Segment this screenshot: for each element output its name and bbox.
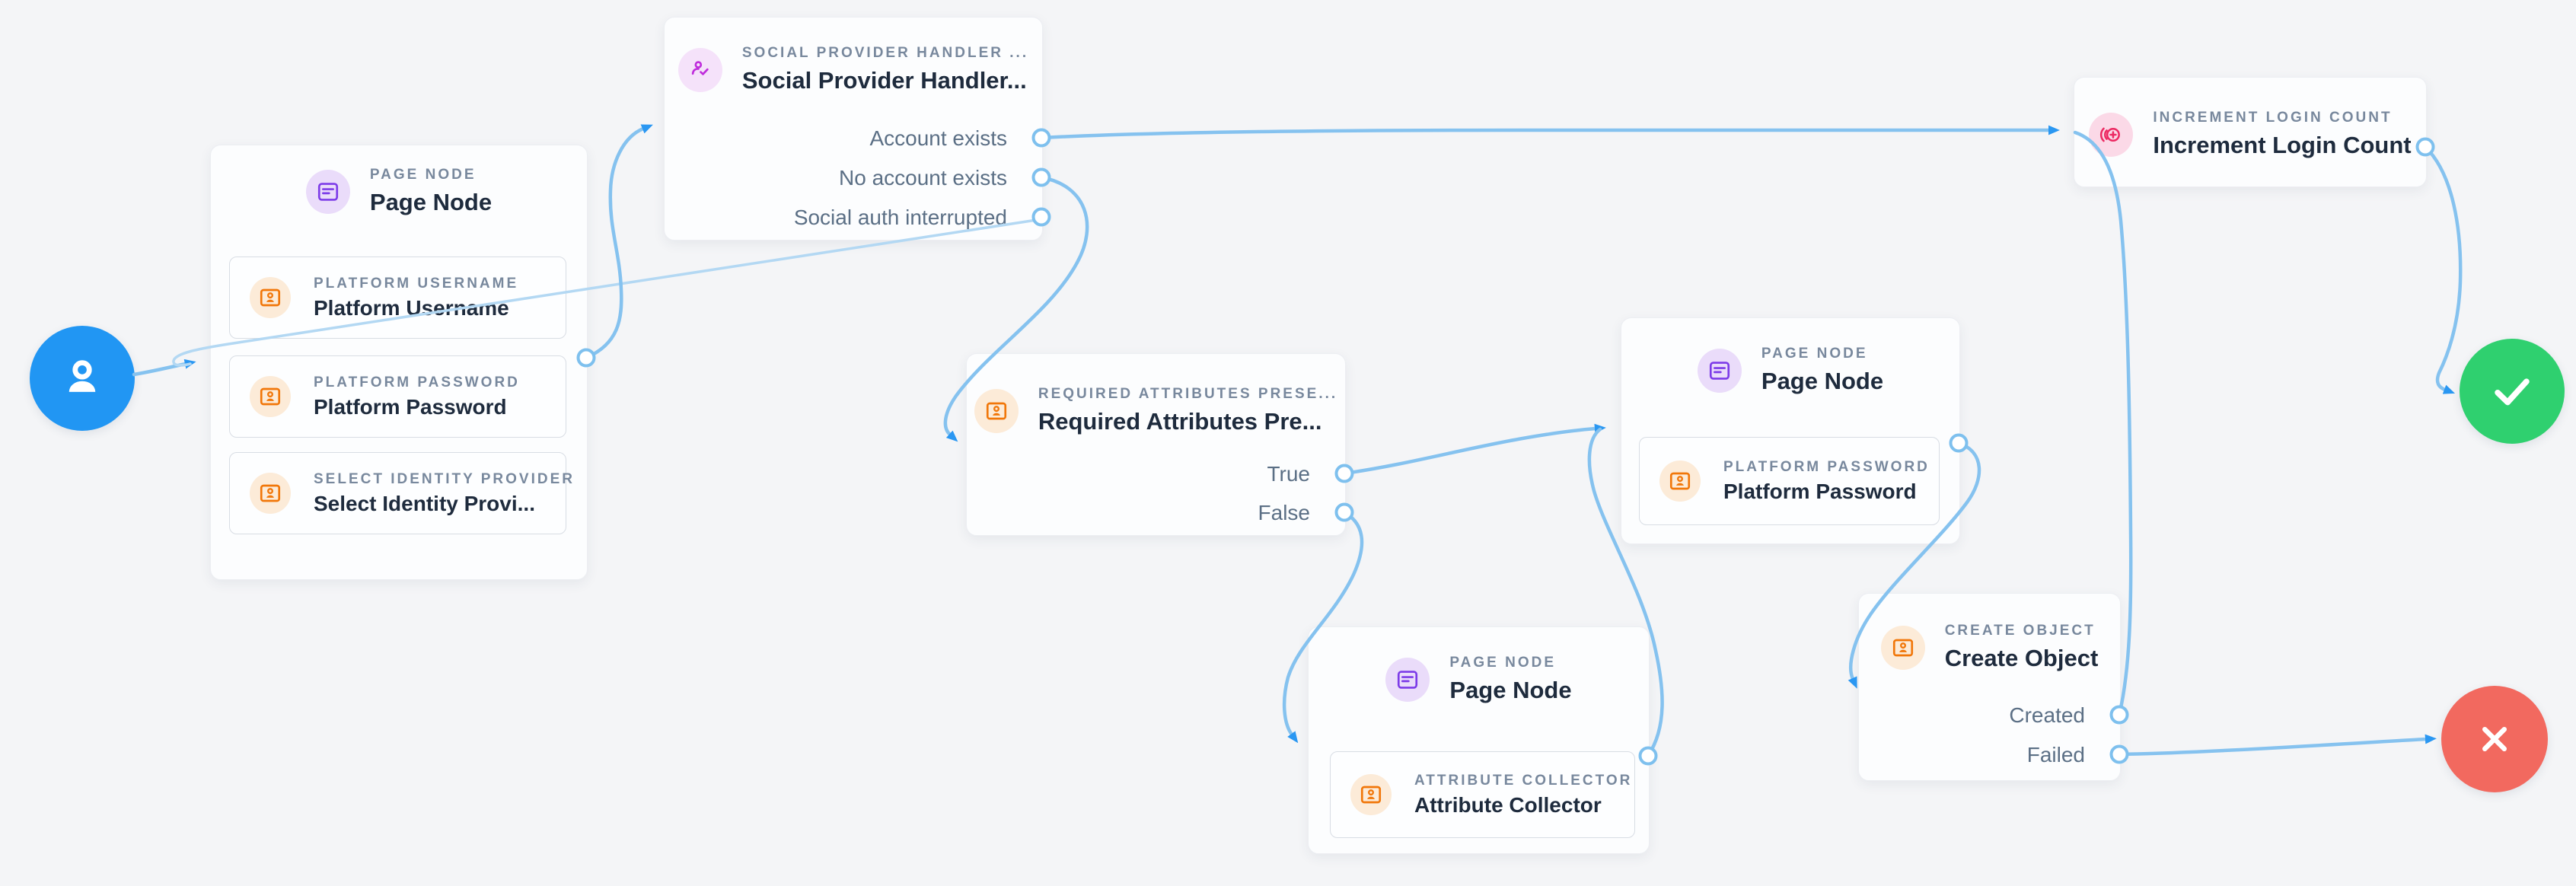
node-type-label: ATTRIBUTE COLLECTOR [1414, 772, 1633, 789]
success-node[interactable] [2460, 339, 2565, 444]
node-title: Page Node [1761, 368, 1884, 394]
contact-card-icon [1880, 625, 1925, 670]
increment-icon [2089, 112, 2134, 157]
node-type-label: REQUIRED ATTRIBUTES PRESE... [1038, 386, 1338, 402]
node-title: Social Provider Handler... [741, 67, 1027, 94]
node-page-node-password[interactable]: PAGE NODE Page Node PLATFORM PASSWORD Pl… [1621, 317, 1960, 544]
node-page-node-left[interactable]: PAGE NODE Page Node PLATFORM USERNAME Pl… [210, 145, 588, 580]
node-title: Required Attributes Pre... [1038, 408, 1322, 435]
node-select-identity-provider[interactable]: SELECT IDENTITY PROVIDER Select Identity… [229, 452, 572, 534]
connector-failed-to-failure [2117, 734, 2437, 757]
output-false: False [1258, 501, 1310, 524]
node-title: Platform Password [1723, 479, 1917, 503]
output-failed: Failed [2026, 743, 2085, 766]
port-failed[interactable] [2109, 744, 2129, 764]
node-title: Increment Login Count [2153, 132, 2412, 158]
output-account-exists: Account exists [869, 126, 1007, 150]
node-title: Platform Username [314, 295, 509, 320]
contact-card-icon [974, 388, 1019, 433]
node-attribute-collector[interactable]: ATTRIBUTE COLLECTOR Attribute Collector [1330, 751, 1635, 838]
contact-card-icon [1350, 774, 1392, 815]
node-title: Attribute Collector [1414, 792, 1602, 817]
port-true[interactable] [1334, 464, 1354, 483]
node-header: PAGE NODE Page Node [211, 167, 587, 216]
node-title: Select Identity Provi... [314, 491, 535, 515]
node-header: PAGE NODE Page Node [1621, 346, 1959, 395]
port-created[interactable] [2109, 705, 2129, 725]
node-page-node-collector[interactable]: PAGE NODE Page Node ATTRIBUTE COLLECTOR … [1308, 626, 1650, 854]
port-increment-out[interactable] [2415, 137, 2435, 157]
connector-account-exists-to-increment [1039, 125, 2060, 140]
failure-node[interactable] [2441, 686, 2548, 792]
person-icon [54, 350, 110, 406]
output-created: Created [2009, 703, 2085, 727]
port-account-exists[interactable] [1031, 128, 1051, 148]
node-platform-password[interactable]: PLATFORM PASSWORD Platform Password [1639, 437, 1940, 525]
node-header: REQUIRED ATTRIBUTES PRESE... Required At… [967, 386, 1345, 435]
page-node-icon [1385, 657, 1430, 702]
node-type-label: PAGE NODE [1449, 655, 1556, 671]
node-platform-password[interactable]: PLATFORM PASSWORD Platform Password [229, 355, 566, 438]
node-header: PAGE NODE Page Node [1309, 655, 1649, 704]
node-title: Platform Password [314, 394, 507, 419]
port-social-auth-interrupted[interactable] [1031, 207, 1051, 227]
node-header: INCREMENT LOGIN COUNT Increment Login Co… [2074, 110, 2426, 159]
connector-start-to-page-node [132, 359, 196, 377]
contact-card-icon [250, 473, 291, 514]
contact-card-icon [250, 376, 291, 417]
node-type-label: PAGE NODE [369, 167, 477, 183]
node-social-provider-handler[interactable]: SOCIAL PROVIDER HANDLER ... Social Provi… [664, 17, 1043, 241]
node-type-label: PLATFORM USERNAME [314, 275, 519, 292]
contact-card-icon [1659, 461, 1701, 502]
node-required-attributes-present[interactable]: REQUIRED ATTRIBUTES PRESE... Required At… [966, 353, 1346, 536]
connector-page-node-to-social-provider-handler [584, 124, 653, 360]
output-social-auth-interrupted: Social auth interrupted [793, 206, 1007, 229]
connector-true-to-page-node-password [1342, 423, 1606, 476]
output-true: True [1267, 462, 1310, 486]
node-title: Page Node [369, 189, 493, 215]
person-check-icon [677, 47, 722, 92]
node-type-label: PAGE NODE [1761, 346, 1868, 362]
page-node-icon [1697, 348, 1742, 393]
node-title: Create Object [1944, 645, 2099, 671]
node-platform-username[interactable]: PLATFORM USERNAME Platform Username [229, 257, 566, 339]
port-page-node-collector-out[interactable] [1638, 746, 1658, 766]
node-type-label: PLATFORM PASSWORD [1723, 458, 1930, 475]
node-type-label: INCREMENT LOGIN COUNT [2153, 110, 2393, 126]
node-create-object[interactable]: CREATE OBJECT Create Object Created Fail… [1858, 593, 2121, 781]
node-type-label: PLATFORM PASSWORD [314, 374, 520, 390]
node-header: CREATE OBJECT Create Object [1859, 623, 2120, 672]
port-page-node-left-out[interactable] [576, 348, 596, 368]
connector-increment-to-success [2423, 145, 2463, 394]
page-node-icon [305, 169, 350, 214]
node-increment-login-count[interactable]: INCREMENT LOGIN COUNT Increment Login Co… [2074, 77, 2427, 187]
port-false[interactable] [1334, 502, 1354, 522]
contact-card-icon [250, 277, 291, 318]
start-node[interactable] [30, 326, 135, 431]
node-type-label: SOCIAL PROVIDER HANDLER ... [741, 45, 1029, 61]
check-icon [2485, 365, 2539, 418]
node-type-label: CREATE OBJECT [1944, 623, 2096, 639]
node-type-label: SELECT IDENTITY PROVIDER [314, 470, 575, 487]
node-header: SOCIAL PROVIDER HANDLER ... Social Provi… [665, 45, 1042, 94]
node-title: Page Node [1449, 677, 1572, 703]
output-no-account-exists: No account exists [839, 166, 1007, 190]
port-no-account-exists[interactable] [1031, 167, 1051, 187]
port-page-node-password-out[interactable] [1949, 433, 1969, 453]
x-icon [2470, 715, 2519, 763]
